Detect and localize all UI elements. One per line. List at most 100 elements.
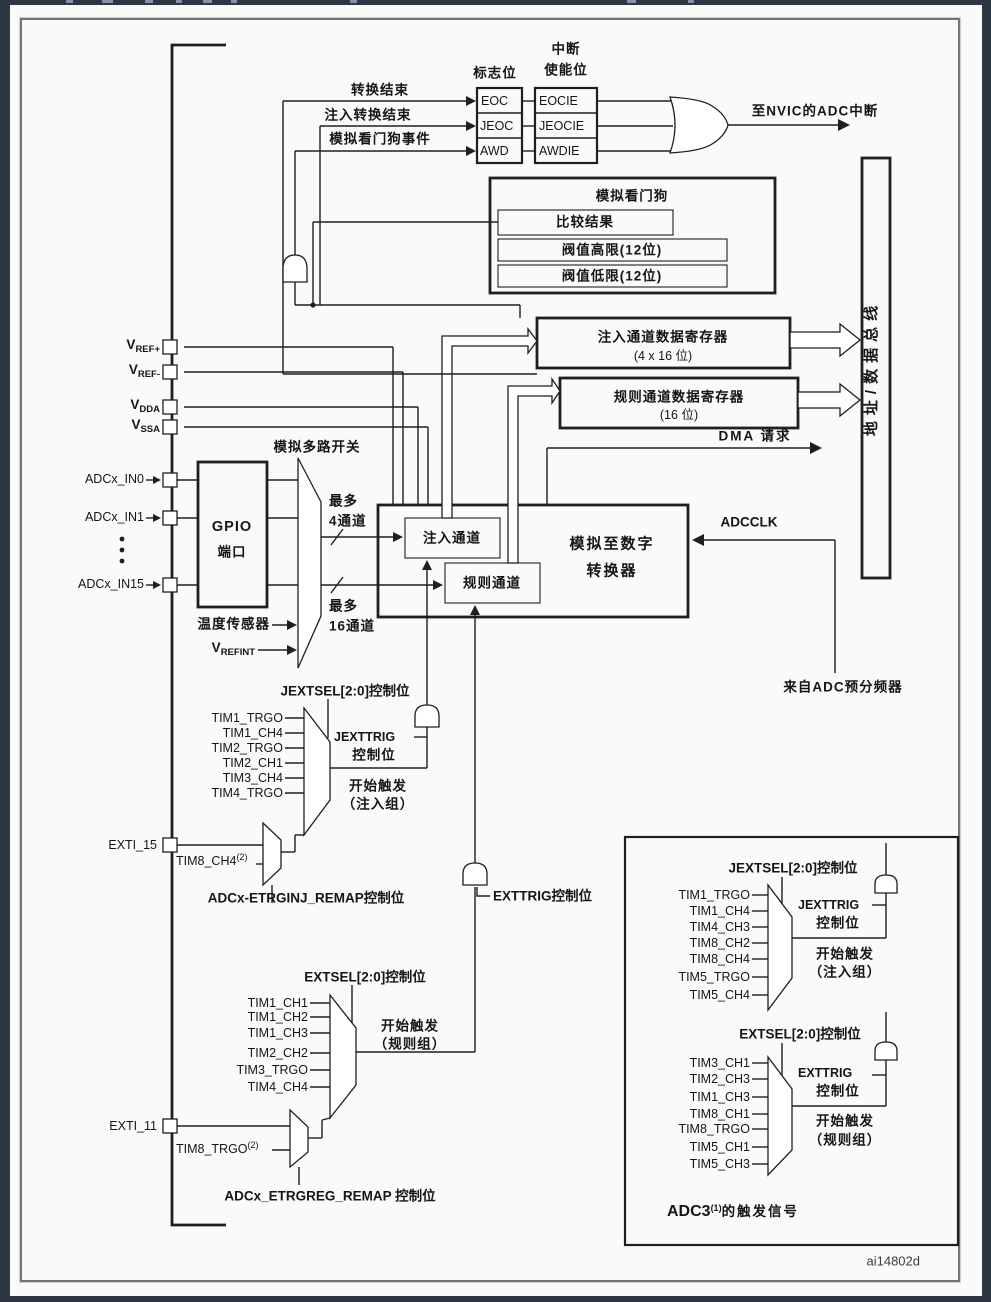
adc3-reg-input-1: TIM2_CH3 [689, 1071, 750, 1086]
pin-adcx-in0: ADCx_IN0 [84, 471, 144, 486]
injected-channel-label: 注入通道 [423, 530, 481, 546]
enable-awdie: AWDIE [539, 143, 580, 158]
clipped-text-fragment [102, 0, 113, 3]
reg-start-label-line1: 开始触发 [381, 1018, 439, 1034]
adc3-reg-input-0: TIM3_CH1 [689, 1055, 750, 1070]
adc3-inj-input-4: TIM8_CH4 [689, 951, 750, 966]
adcclk-label: ADCCLK [720, 514, 778, 530]
nvic-interrupt-label: 至NVIC的ADC中断 [751, 103, 879, 119]
figure-border [20, 18, 960, 1282]
adc3-jexttrig-line2: 控制位 [816, 915, 860, 931]
bus-label: 地址/数据总线 [862, 300, 880, 436]
flag-bits-header: 标志位 [473, 65, 517, 81]
left-bracket-bus [170, 43, 226, 1227]
adc3-jexttrig-line1: JEXTTRIG [798, 897, 860, 912]
converter-title-line2: 转换器 [586, 562, 638, 580]
regular-channel-box [444, 562, 541, 604]
regular-register-size: (16 位) [659, 407, 699, 422]
tim8-ch4-label: TIM8_CH4(2) [176, 851, 248, 868]
input-ellipsis [119, 536, 125, 564]
regular-data-path [507, 376, 561, 564]
injected-trigger-mux [303, 706, 331, 837]
adc3-trigger-box [623, 835, 960, 1247]
adc3-reg-input-3: TIM8_CH1 [689, 1106, 750, 1121]
vrefint-label: VREFINT [211, 639, 255, 658]
adc3-extsel-label: EXTSEL[2:0]控制位 [739, 1026, 861, 1042]
pin-adcx-in15: ADCx_IN15 [78, 576, 144, 591]
adc3-reg-input-4: TIM8_TRGO [678, 1121, 750, 1136]
max4-label-line1: 最多 [329, 493, 358, 509]
adc3-inj-input-2: TIM4_CH3 [689, 919, 750, 934]
reg-remap-label: ADCx_ETRGREG_REMAP 控制位 [224, 1188, 436, 1204]
clipped-text-fragment [203, 0, 212, 3]
jexttrig-label-line2: 控制位 [352, 747, 396, 763]
exti15-label: EXTI_15 [108, 837, 157, 852]
inj-input-1: TIM1_CH4 [222, 725, 283, 740]
inj-start-label-line2: （注入组） [341, 796, 415, 812]
enable-eocie: EOCIE [539, 93, 578, 108]
adc3-inj-input-0: TIM1_TRGO [678, 887, 750, 902]
max16-label-line1: 最多 [329, 598, 358, 614]
adc3-injected-mux [767, 883, 793, 1012]
clipped-text-fragment [66, 0, 73, 3]
interrupt-header-line2: 使能位 [544, 62, 588, 78]
regular-remap-mux [289, 1108, 309, 1169]
inj-input-4: TIM3_CH4 [222, 770, 283, 785]
clipped-text-fragment [231, 0, 237, 3]
flag-jeoc: JEOC [480, 118, 514, 133]
regular-register-title: 规则通道数据寄存器 [613, 389, 745, 405]
inj-input-5: TIM4_TRGO [211, 785, 283, 800]
adc3-exttrig-line1: EXTTRIG [798, 1065, 853, 1080]
adc3-exttrig-line2: 控制位 [816, 1083, 860, 1099]
adc3-inj-input-1: TIM1_CH4 [689, 903, 750, 918]
pin-vdda: VDDA [130, 396, 160, 415]
jextsel-label: JEXTSEL[2:0]控制位 [280, 683, 410, 699]
adc3-regular-mux [767, 1055, 793, 1177]
clipped-text-fragment [627, 0, 636, 3]
reg-input-0: TIM1_CH1 [247, 995, 308, 1010]
max4-label-line2: 4通道 [329, 513, 367, 529]
or-gate [669, 96, 729, 154]
exttrig-label: EXTTRIG控制位 [493, 888, 593, 904]
enable-jeocie: JEOCIE [539, 118, 585, 133]
inj-input-0: TIM1_TRGO [211, 710, 283, 725]
injected-data-path [441, 327, 538, 519]
adc3-inj-input-3: TIM8_CH2 [689, 935, 750, 950]
flag-eoc: EOC [481, 93, 509, 108]
inj-start-label-line1: 开始触发 [349, 778, 407, 794]
adc3-jextsel-label: JEXTSEL[2:0]控制位 [728, 860, 858, 876]
converter-title-line1: 模拟至数字 [569, 535, 655, 553]
threshold-high-box [497, 238, 728, 262]
gpio-label-line1: GPIO [211, 518, 253, 535]
reg-input-3: TIM2_CH2 [247, 1045, 308, 1060]
adc-converter-box [376, 503, 690, 619]
figure-code: ai14802d [866, 1253, 921, 1269]
adc3-inj-input-5: TIM5_TRGO [678, 969, 750, 984]
arrowheads [153, 96, 850, 655]
pin-vref-minus: VREF- [128, 361, 160, 380]
adc3-inj-start-line2: （注入组） [808, 964, 882, 980]
adc3-inj-input-6: TIM5_CH4 [689, 987, 750, 1002]
jexttrig-label-line1: JEXTTRIG [334, 729, 396, 744]
jeoc-signal-label: 注入转换结束 [324, 107, 412, 123]
tim8-trgo-label: TIM8_TRGO(2) [176, 1139, 259, 1156]
inj-input-3: TIM2_CH1 [222, 755, 283, 770]
max16-label-line2: 16通道 [329, 618, 376, 634]
pin-adcx-in1: ADCx_IN1 [84, 509, 144, 524]
analog-watchdog-box [488, 176, 777, 295]
reg-input-2: TIM1_CH3 [247, 1025, 308, 1040]
gpio-port-box [196, 460, 269, 609]
regular-channel-label: 规则通道 [463, 575, 521, 591]
address-data-bus-box [860, 156, 892, 580]
pin-squares [162, 339, 178, 1134]
pin-vref-plus: VREF+ [126, 336, 160, 355]
regular-to-bus-arrow [797, 382, 862, 418]
reg-start-label-line2: （规则组） [373, 1036, 447, 1052]
clipped-text-fragment [176, 0, 182, 3]
interrupt-header-line1: 中断 [551, 41, 581, 57]
dma-request-label: DMA 请求 [718, 428, 792, 444]
threshold-low-box [497, 264, 728, 288]
pin-vssa: VSSA [131, 416, 160, 435]
